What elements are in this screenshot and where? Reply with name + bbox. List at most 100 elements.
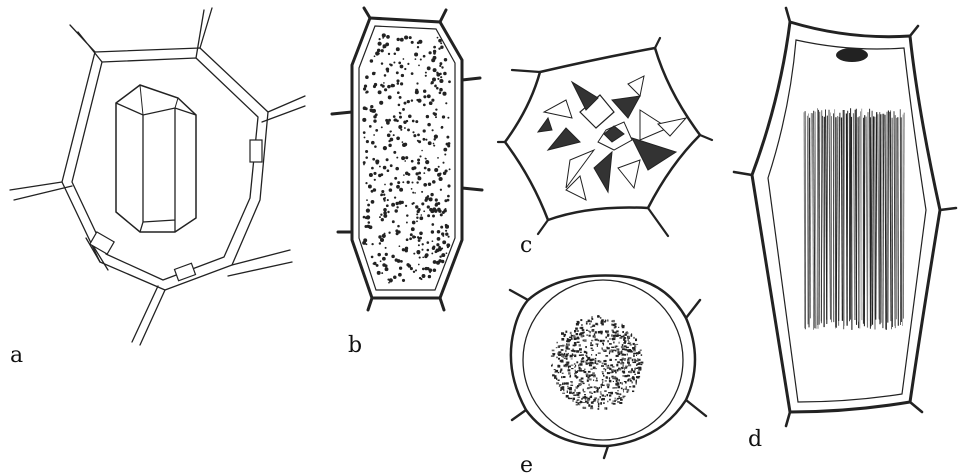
granule xyxy=(412,131,414,133)
granule xyxy=(396,136,400,140)
aggregate-granule xyxy=(589,323,590,325)
aggregate-granule xyxy=(559,345,562,346)
aggregate-granule xyxy=(607,386,609,388)
aggregate-granule xyxy=(595,358,596,360)
granule xyxy=(449,168,451,170)
aggregate-granule xyxy=(602,371,604,372)
aggregate-granule xyxy=(561,332,564,335)
aggregate-granule xyxy=(579,333,582,335)
granule xyxy=(440,213,443,216)
granule xyxy=(447,199,450,202)
granule xyxy=(419,216,423,220)
granule xyxy=(364,136,366,138)
aggregate-granule xyxy=(600,396,601,398)
aggregate-granule xyxy=(594,398,597,399)
aggregate-granule xyxy=(616,380,618,382)
granule xyxy=(396,185,400,189)
granule xyxy=(447,195,450,198)
aggregate-granule xyxy=(628,358,629,360)
aggregate-granule xyxy=(601,386,602,388)
aggregate-granule xyxy=(579,355,582,357)
aggregate-granule xyxy=(630,371,633,374)
panel-e-cell-wall xyxy=(511,276,695,447)
granule xyxy=(412,192,414,194)
aggregate-granule xyxy=(630,350,632,351)
aggregate-granule xyxy=(560,387,561,389)
granule xyxy=(436,87,439,90)
aggregate-granule xyxy=(620,394,621,395)
granule xyxy=(433,56,437,60)
granule xyxy=(365,91,367,93)
aggregate-granule xyxy=(627,332,629,334)
granule xyxy=(399,245,401,247)
granule xyxy=(393,119,395,121)
granule xyxy=(439,255,441,257)
aggregate-granule xyxy=(565,350,566,352)
granule xyxy=(417,236,419,238)
granule xyxy=(437,237,441,241)
aggregate-granule xyxy=(601,323,603,325)
aggregate-granule xyxy=(598,331,601,333)
aggregate-granule xyxy=(556,382,559,384)
granule xyxy=(416,213,418,215)
aggregate-granule xyxy=(571,358,573,359)
granule xyxy=(443,209,447,213)
aggregate-granule xyxy=(563,376,566,378)
aggregate-granule xyxy=(596,380,598,381)
aggregate-granule xyxy=(641,354,642,356)
granule xyxy=(421,150,423,152)
aggregate-granule xyxy=(561,362,564,363)
aggregate-granule xyxy=(617,351,618,353)
granule xyxy=(388,232,390,234)
aggregate-granule xyxy=(578,392,579,394)
granule xyxy=(397,181,400,184)
aggregate-granule xyxy=(638,362,640,363)
granule xyxy=(428,141,432,145)
aggregate-granule xyxy=(580,319,582,321)
aggregate-granule xyxy=(618,386,620,388)
granule xyxy=(365,156,368,159)
aggregate-granule xyxy=(564,358,566,359)
aggregate-granule xyxy=(618,327,619,328)
granule xyxy=(381,190,384,193)
granule xyxy=(373,172,376,175)
granule xyxy=(394,209,397,212)
aggregate-granule xyxy=(567,362,570,364)
aggregate-granule xyxy=(572,393,573,394)
granule xyxy=(433,68,437,72)
aggregate-granule xyxy=(616,364,618,367)
aggregate-granule xyxy=(599,361,602,363)
granule xyxy=(427,94,431,98)
granule xyxy=(447,117,449,119)
aggregate-granule xyxy=(589,375,591,377)
granule xyxy=(445,233,448,236)
granule xyxy=(439,177,443,181)
granule xyxy=(380,260,382,262)
aggregate-granule xyxy=(576,361,578,363)
granule xyxy=(441,66,443,68)
aggregate-granule xyxy=(601,333,603,335)
granule xyxy=(439,88,443,92)
granule xyxy=(373,134,375,136)
aggregate-granule xyxy=(588,371,591,373)
aggregate-granule xyxy=(577,337,580,339)
aggregate-granule xyxy=(622,326,625,328)
aggregate-granule xyxy=(593,401,595,402)
aggregate-granule xyxy=(571,365,574,366)
granule xyxy=(378,90,382,94)
aggregate-granule xyxy=(603,375,605,377)
granule xyxy=(385,267,389,271)
granule xyxy=(437,208,441,212)
aggregate-granule xyxy=(575,328,577,330)
granule xyxy=(388,53,390,55)
aggregate-granule xyxy=(624,346,627,347)
aggregate-granule xyxy=(561,338,564,341)
granule xyxy=(419,237,422,240)
panel-label-d: d xyxy=(748,427,762,452)
aggregate-granule xyxy=(575,375,577,377)
aggregate-granule xyxy=(619,342,620,344)
aggregate-granule xyxy=(599,387,600,389)
granule xyxy=(424,255,427,258)
granule xyxy=(396,79,399,82)
granule xyxy=(380,84,383,87)
